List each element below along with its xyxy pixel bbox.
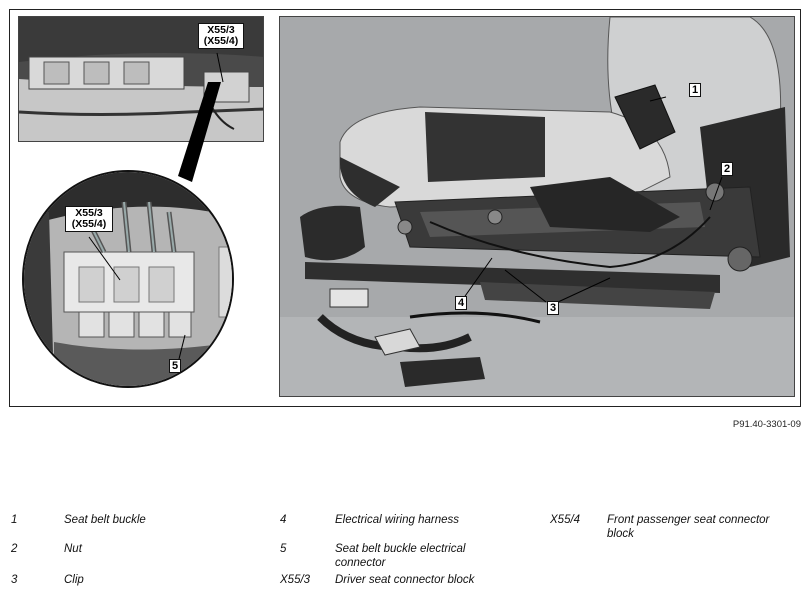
legend-num: 1 bbox=[11, 514, 18, 526]
legend-num: 3 bbox=[11, 574, 18, 586]
legend-text: Seat belt buckle electrical connector bbox=[335, 543, 466, 569]
inset-connector-id: X55/3 bbox=[207, 24, 235, 36]
legend-text: Nut bbox=[64, 543, 82, 555]
figure-frame: 1 2 3 4 5 X55/3 (X55/4) X55/3 (X55/4) bbox=[9, 9, 801, 407]
callout-1: 1 bbox=[689, 83, 702, 97]
legend-num: 2 bbox=[11, 543, 18, 555]
legend-num: X55/3 bbox=[280, 574, 311, 586]
legend-num: 4 bbox=[280, 514, 287, 526]
callout-zoom-connector: X55/3 (X55/4) bbox=[65, 206, 113, 232]
legend-text: Driver seat connector block bbox=[335, 574, 475, 586]
zoom-connector-id: X55/3 bbox=[75, 207, 103, 219]
leader-lines bbox=[88, 52, 723, 360]
legend-num: 5 bbox=[280, 543, 287, 555]
callout-inset-connector: X55/3 (X55/4) bbox=[198, 23, 244, 49]
legend-text: Electrical wiring harness bbox=[335, 514, 459, 526]
legend-text: Seat belt buckle bbox=[64, 514, 146, 526]
callout-5: 5 bbox=[169, 359, 182, 373]
callout-2: 2 bbox=[721, 162, 734, 176]
callout-3: 3 bbox=[547, 301, 560, 315]
figure-id: P91.40-3301-09 bbox=[732, 419, 801, 430]
zoom-connector-alt: (X55/4) bbox=[71, 218, 107, 230]
seat-photo bbox=[279, 16, 795, 397]
legend-text: Clip bbox=[64, 574, 84, 586]
legend-num: X55/4 bbox=[550, 514, 581, 526]
zoom-detail-photo bbox=[22, 170, 234, 388]
legend-text: Front passenger seat connector block bbox=[607, 514, 770, 540]
callout-4: 4 bbox=[455, 296, 468, 310]
inset-connector-alt: (X55/4) bbox=[203, 35, 239, 47]
